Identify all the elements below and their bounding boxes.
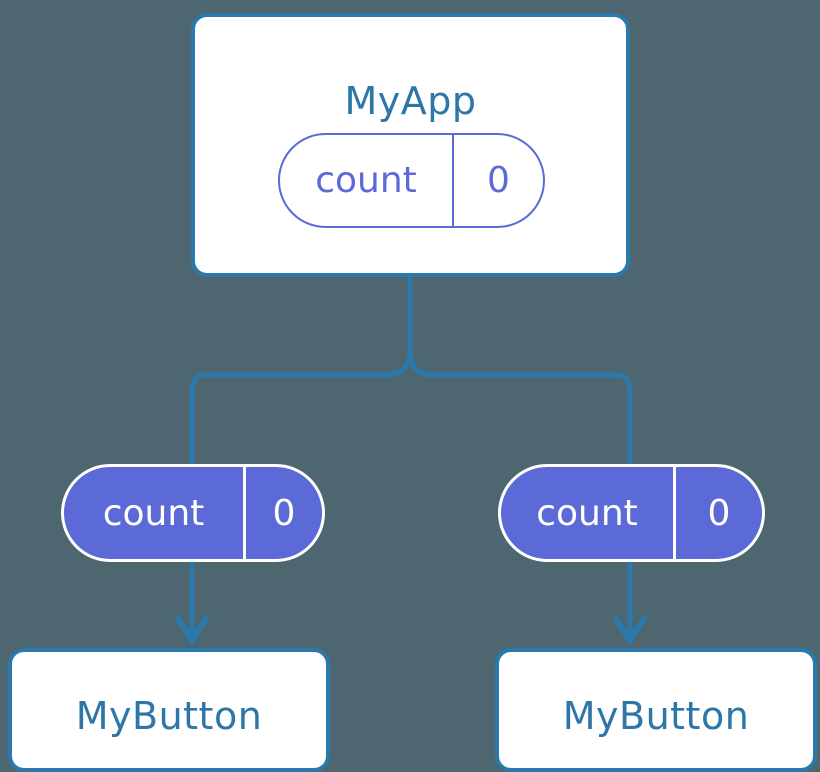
state-value-label: 0: [452, 135, 543, 226]
state-pill-branch-right[interactable]: count 0: [498, 464, 765, 562]
state-value-label: 0: [673, 467, 762, 559]
component-label-mybutton: MyButton: [75, 694, 263, 738]
branch-left-path: [189, 345, 413, 467]
state-pill-myapp[interactable]: count 0: [278, 133, 545, 228]
arrow-left-head: [175, 616, 209, 643]
component-label-myapp: MyApp: [344, 79, 477, 123]
state-key-label: count: [315, 160, 417, 201]
state-key-label: count: [536, 492, 638, 534]
state-key-label: count: [102, 492, 205, 534]
state-pill-branch-left[interactable]: count 0: [61, 464, 325, 562]
arrow-right-head: [613, 616, 647, 643]
component-label-mybutton: MyButton: [562, 694, 750, 738]
component-box-mybutton-left[interactable]: MyButton: [8, 648, 330, 772]
component-box-mybutton-right[interactable]: MyButton: [495, 648, 817, 772]
branch-right-path: [407, 345, 633, 467]
state-value-label: 0: [243, 467, 322, 559]
